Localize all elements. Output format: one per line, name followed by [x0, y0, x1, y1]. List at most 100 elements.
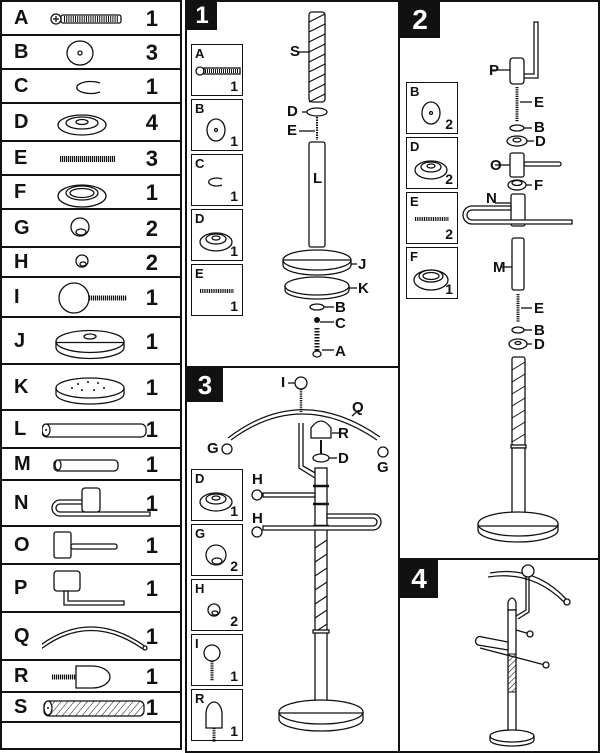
step-1-diagram [282, 11, 357, 358]
part-b-icon [421, 101, 441, 125]
part-d-icon [414, 160, 448, 180]
part-letter: S [14, 696, 28, 718]
part-quantity: 1 [145, 576, 158, 601]
part-quantity: 1 [145, 452, 158, 477]
part-letter: N [14, 492, 29, 514]
callout-h-upper: H [252, 471, 263, 488]
part-i-icon [203, 644, 221, 681]
callout-e: E [287, 122, 298, 139]
part-quantity: 3 [145, 146, 158, 171]
grommet-icon [57, 114, 107, 136]
step-number: 1 [187, 2, 217, 30]
part-quantity: 4 [145, 110, 158, 135]
step-part-quantity: 2 [230, 613, 238, 629]
callout-b-lower: B [534, 322, 545, 339]
callout-m: M [493, 259, 506, 276]
part-quantity: 1 [145, 375, 158, 400]
step-part-letter: A [195, 46, 205, 61]
step-number: 4 [400, 560, 438, 598]
callout-i: I [281, 374, 286, 391]
part-letter: D [14, 111, 29, 133]
step-part-letter: B [410, 84, 420, 99]
step-number: 2 [400, 2, 440, 38]
step-part-quantity: 2 [445, 226, 453, 242]
step-part-letter: R [195, 691, 205, 706]
collar-ring-icon [57, 184, 107, 208]
part-quantity: 1 [145, 624, 158, 649]
step-part-quantity: 1 [230, 133, 238, 149]
washer-icon [66, 40, 94, 66]
base-plate-icon [55, 329, 125, 360]
step-4-panel: 4 [398, 558, 600, 753]
callout-e: E [534, 94, 545, 111]
part-letter: M [14, 453, 31, 475]
long-tube-icon [42, 423, 147, 438]
part-letter: I [14, 286, 20, 308]
step-part-quantity: 2 [445, 171, 453, 187]
part-letter: O [14, 534, 30, 556]
part-g-icon [205, 544, 227, 566]
callout-f: F [534, 177, 544, 194]
callout-b: B [335, 299, 346, 316]
callout-d: D [338, 450, 349, 467]
step-part-letter: D [195, 471, 205, 486]
part-h-icon [207, 603, 221, 617]
part-quantity: 1 [145, 180, 158, 205]
callout-n: N [486, 190, 497, 207]
base-pad-icon [55, 377, 125, 405]
part-quantity: 1 [145, 328, 158, 354]
part-a-icon [195, 66, 241, 76]
callout-c: C [335, 315, 346, 332]
step-2-diagram [462, 21, 573, 543]
step-part-quantity: 1 [230, 188, 238, 204]
step-part-letter: D [195, 211, 205, 226]
step-number: 3 [187, 368, 223, 402]
callout-s: S [290, 43, 301, 60]
callout-j: J [358, 256, 367, 273]
part-b-icon [206, 118, 226, 142]
callout-g-right: G [377, 459, 389, 476]
callout-e-lower: E [534, 300, 545, 317]
step-part-letter: E [410, 194, 419, 209]
callout-r: R [338, 425, 349, 442]
callout-h-lower: H [252, 510, 263, 527]
part-letter: A [14, 7, 29, 29]
callout-q: Q [352, 399, 364, 416]
step-part-quantity: 1 [230, 668, 238, 684]
part-letter: C [14, 75, 29, 97]
callout-g-left: G [207, 440, 219, 457]
part-letter: L [14, 418, 27, 440]
step-part-letter: H [195, 581, 205, 596]
step-4-assembled-valet-stand [474, 564, 571, 747]
step-3-diagram [221, 376, 389, 732]
part-quantity: 1 [145, 417, 158, 442]
striped-tube-icon [43, 700, 145, 717]
step-part-letter: B [195, 101, 205, 116]
part-d-icon [199, 492, 233, 512]
part-letter: P [14, 577, 28, 599]
step-part-quantity: 1 [445, 281, 453, 297]
part-quantity: 1 [145, 285, 158, 310]
part-quantity: 2 [145, 250, 158, 275]
